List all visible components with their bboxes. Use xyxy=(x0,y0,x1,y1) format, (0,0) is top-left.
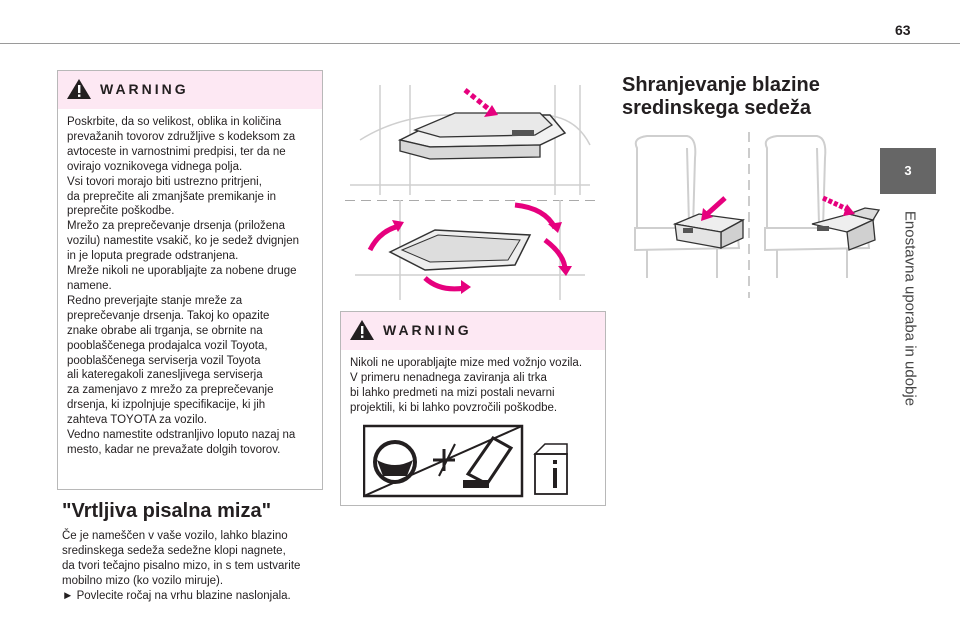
text-line: preprečite poškodbe. xyxy=(67,205,175,218)
text-line: Vedno namestite odstranljivo loputo naza… xyxy=(67,429,296,442)
text-line: prevažanih tovorov združljive s kodeksom… xyxy=(67,130,296,143)
text-line: Mreže nikoli ne uporabljajte za nobene d… xyxy=(67,265,297,278)
text-line: sredinskega sedeža sedežne klopi nagnete… xyxy=(62,545,286,557)
page-number: 63 xyxy=(895,22,911,38)
text-line: ► Povlecite ročaj na vrhu blazine naslon… xyxy=(62,590,291,602)
text-line: pooblaščenega serviserja vozil Toyota xyxy=(67,354,261,367)
warning-box-middle: WARNING Nikoli ne uporabljajte mize med … xyxy=(340,311,606,506)
text-line: Vsi tovori morajo biti ustrezno pritrjen… xyxy=(67,175,262,188)
text-line: ovirajo voznikovega vidnega polja. xyxy=(67,160,243,173)
section-title-storage: Shranjevanje blazine sredinskega sedeža xyxy=(622,74,862,120)
warning-icon xyxy=(67,79,91,99)
illustration-divider xyxy=(345,200,600,201)
text-line: mesto, kadar ne prevažate dolgih tovorov… xyxy=(67,443,281,456)
text-line: bi lahko predmeti na mizi postali nevarn… xyxy=(350,386,555,399)
chapter-title-text: Enostavna uporaba in udobje xyxy=(901,210,919,407)
header-rule xyxy=(0,43,960,44)
text-line: projektili, ki bi lahko povzročili poško… xyxy=(350,401,558,414)
text-line: preprečevanje drsenja. Takoj ko opazite xyxy=(67,309,270,322)
section-title-storage-line2: sredinskega sedeža xyxy=(622,97,811,119)
swivel-table-text: Če je nameščen v vaše vozilo, lahko blaz… xyxy=(62,529,332,604)
warning-label: WARNING xyxy=(100,81,189,97)
text-line: namene. xyxy=(67,279,112,292)
text-line: znake obrabe ali trganja, se obrnite na xyxy=(67,324,263,337)
section-title-swivel-table: "Vrtljiva pisalna miza" xyxy=(62,500,272,522)
chapter-tab[interactable]: 3 xyxy=(880,148,936,194)
chapter-title: Enostavna uporaba in udobje xyxy=(895,200,925,430)
warning-header: WARNING xyxy=(341,312,605,350)
text-line: Če je nameščen v vaše vozilo, lahko blaz… xyxy=(62,530,288,542)
text-line: Redno preverjajte stanje mreže za xyxy=(67,294,243,307)
warning-box-left: WARNING Poskrbite, da so velikost, oblik… xyxy=(57,70,323,490)
text-line: vozilu) namestite vsakič, ko je sedež dv… xyxy=(67,235,300,248)
warning-label: WARNING xyxy=(383,322,472,338)
warning-text: Poskrbite, da so velikost, oblika in kol… xyxy=(58,109,322,466)
table-illustration-closed xyxy=(350,85,591,195)
text-line: zahteva TOYOTA za vozilo. xyxy=(67,414,207,427)
text-line: mobilno mizo (ko vozilo miruje). xyxy=(62,575,224,587)
text-line: Poskrbite, da so velikost, oblika in kol… xyxy=(67,116,282,128)
text-line: da tvori tečajno pisalno mizo, in s tem … xyxy=(62,560,301,572)
text-line: avtoceste in varnostnimi predpisi, ter d… xyxy=(67,145,286,158)
text-line: Mrežo za preprečevanje drsenja (priložen… xyxy=(67,220,285,233)
text-line: Nikoli ne uporabljajte mize med vožnjo v… xyxy=(350,357,583,369)
text-line: V primeru nenadnega zaviranja ali trka xyxy=(350,371,547,384)
text-line: pooblaščenega prodajalca vozil Toyota, xyxy=(67,339,268,352)
cushion-storage-illustration xyxy=(634,132,881,298)
no-driving-use-pictogram xyxy=(363,424,568,498)
text-line: ali kateregakoli zanesljivega serviserja xyxy=(67,369,263,382)
text-line: da preprečite ali zmanjšate premikanje i… xyxy=(67,190,277,203)
text-line: drsenja, ki izpolnjuje specifikacije, ki… xyxy=(67,399,266,412)
section-title-storage-line1: Shranjevanje blazine xyxy=(622,74,820,96)
text-line: in je loputa pregrade odstranjena. xyxy=(67,250,239,263)
warning-icon xyxy=(350,320,374,340)
table-illustration-open xyxy=(355,200,585,300)
warning-header: WARNING xyxy=(58,71,322,109)
text-line: za zamenjavo z mrežo za preprečevanje xyxy=(67,384,274,397)
warning-text: Nikoli ne uporabljajte mize med vožnjo v… xyxy=(341,350,605,424)
